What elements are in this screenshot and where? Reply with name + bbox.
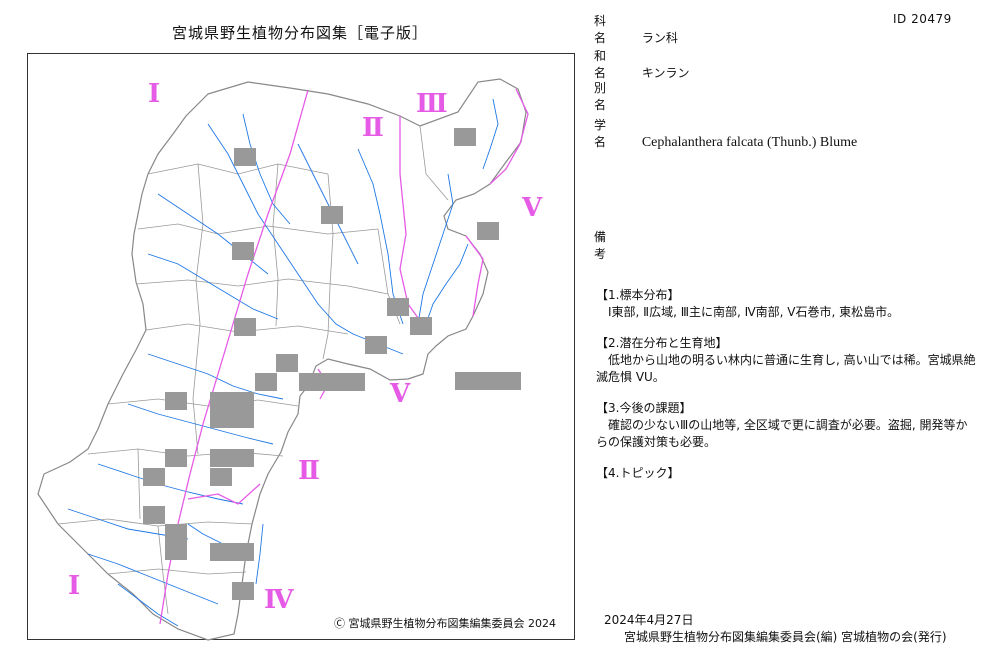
note-text-issues: 確認の少ないⅢの山地等, 全区域で更に調査が必要。盗掘, 開発等からの保護対策も… [596, 418, 968, 449]
notes-section: 【1.標本分布】 Ⅰ東部, Ⅱ広域, Ⅲ主に南部, Ⅳ南部, Ⅴ石巻市, 東松島… [596, 287, 976, 482]
map-copyright: Ⓒ 宮城県野生植物分布図集編集委員会 2024 [334, 617, 556, 630]
region-label: Ⅴ [389, 379, 411, 409]
region-label: Ⅱ [298, 456, 320, 486]
record-id: ID 20479 [893, 12, 952, 26]
note-heading-specimen: 【1.標本分布】 [596, 288, 680, 302]
japanese-name-label: 和 名 [594, 49, 615, 80]
occurrence-cell [165, 392, 187, 410]
map-canvas: Ⅰ Ⅱ Ⅲ Ⅴ Ⅴ Ⅱ Ⅰ Ⅳ [37, 78, 543, 641]
note-heading-habitat: 【2.潜在分布と生育地】 [596, 336, 728, 350]
region-label: Ⅱ [362, 113, 384, 143]
occurrence-cell [321, 206, 343, 224]
occurrence-cell [210, 449, 254, 467]
occurrence-cell [365, 336, 387, 354]
scientific-name-row: 学 名 Cephalanthera falcata (Thunb.) Blume [594, 116, 857, 151]
scientific-name-label: 学 名 [594, 118, 615, 149]
note-text-specimen: Ⅰ東部, Ⅱ広域, Ⅲ主に南部, Ⅳ南部, Ⅴ石巻市, 東松島市。 [608, 305, 900, 319]
occurrence-cell [299, 373, 365, 391]
occurrence-cell [410, 317, 432, 335]
occurrence-cell [477, 222, 499, 240]
scientific-name-value: Cephalanthera falcata (Thunb.) Blume [641, 135, 858, 150]
alias-label: 別 名 [594, 81, 615, 112]
occurrence-cell [276, 354, 298, 372]
occurrence-cell [232, 242, 254, 260]
alias-row: 別 名 [594, 79, 638, 113]
publication-date: 2024年4月27日 [604, 613, 694, 627]
occurrence-cell [165, 449, 187, 467]
occurrence-cell [454, 128, 476, 146]
occurrence-cell [143, 468, 165, 486]
region-label: Ⅰ [148, 79, 160, 109]
remarks-row: 備 考 [594, 228, 638, 262]
family-label: 科 名 [594, 14, 615, 45]
occurrence-cell [234, 148, 256, 166]
occurrence-cell [387, 298, 409, 316]
occurrence-cell [455, 372, 521, 390]
occurrence-cell [165, 524, 187, 560]
occurrence-cell [210, 468, 232, 486]
japanese-name-value: キンラン [641, 66, 690, 80]
remarks-label: 備 考 [594, 230, 615, 261]
family-value: ラン科 [641, 31, 678, 45]
japanese-name-row: 和 名 キンラン [594, 47, 689, 81]
region-label: Ⅳ [264, 585, 294, 615]
occurrence-cell [143, 506, 165, 524]
atlas-title: 宮城県野生植物分布図集［電子版］ [171, 24, 428, 42]
distribution-map: Ⅰ Ⅱ Ⅲ Ⅴ Ⅴ Ⅱ Ⅰ Ⅳ Ⓒ 宮城県野生植物分布図集編集委員会 2024 [27, 53, 575, 641]
region-label: Ⅲ [416, 89, 448, 119]
note-heading-issues: 【3.今後の課題】 [596, 401, 692, 415]
occurrence-cell [255, 373, 277, 391]
occurrence-cell [234, 318, 256, 336]
occurrence-cell [210, 392, 254, 428]
region-label: Ⅰ [68, 571, 80, 601]
occurrence-cell [232, 582, 254, 600]
publisher-line: 宮城県野生植物分布図集編集委員会(編) 宮城植物の会(発行) [624, 630, 947, 644]
note-heading-topic: 【4.トピック】 [596, 466, 680, 480]
region-label: Ⅴ [521, 193, 543, 223]
occurrence-cell [210, 543, 254, 561]
note-text-habitat: 低地から山地の明るい林内に普通に生育し, 高い山では稀。宮城県絶滅危惧 VU。 [596, 353, 976, 384]
family-row: 科 名 ラン科 [594, 12, 678, 46]
occurrence-cells [143, 128, 521, 600]
